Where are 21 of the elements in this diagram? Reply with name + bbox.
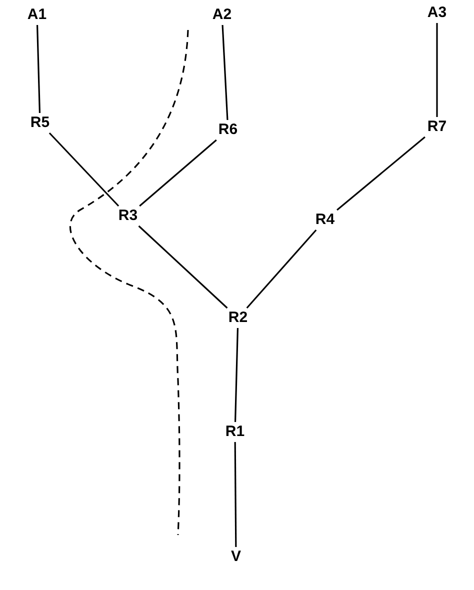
node-label: A2 [210, 6, 234, 24]
connector-line [246, 229, 317, 309]
node-label: R7 [425, 118, 449, 136]
connector-line [222, 24, 228, 120]
connector-line [139, 139, 217, 207]
node-label: A1 [25, 6, 49, 24]
node-label: V [229, 548, 243, 566]
node-label: R3 [116, 207, 140, 225]
connector-line [234, 328, 239, 422]
node-label: R2 [226, 309, 250, 327]
node-label: R6 [216, 121, 240, 139]
connector-line [138, 225, 228, 309]
connector-line [436, 23, 438, 117]
connector-line [48, 132, 120, 207]
node-label: R5 [28, 114, 52, 132]
connector-line [36, 24, 41, 114]
connector-line [234, 442, 237, 547]
node-label: R4 [313, 211, 337, 229]
connector-line [336, 136, 426, 211]
node-label: A3 [425, 4, 449, 22]
node-label: R1 [223, 423, 247, 441]
